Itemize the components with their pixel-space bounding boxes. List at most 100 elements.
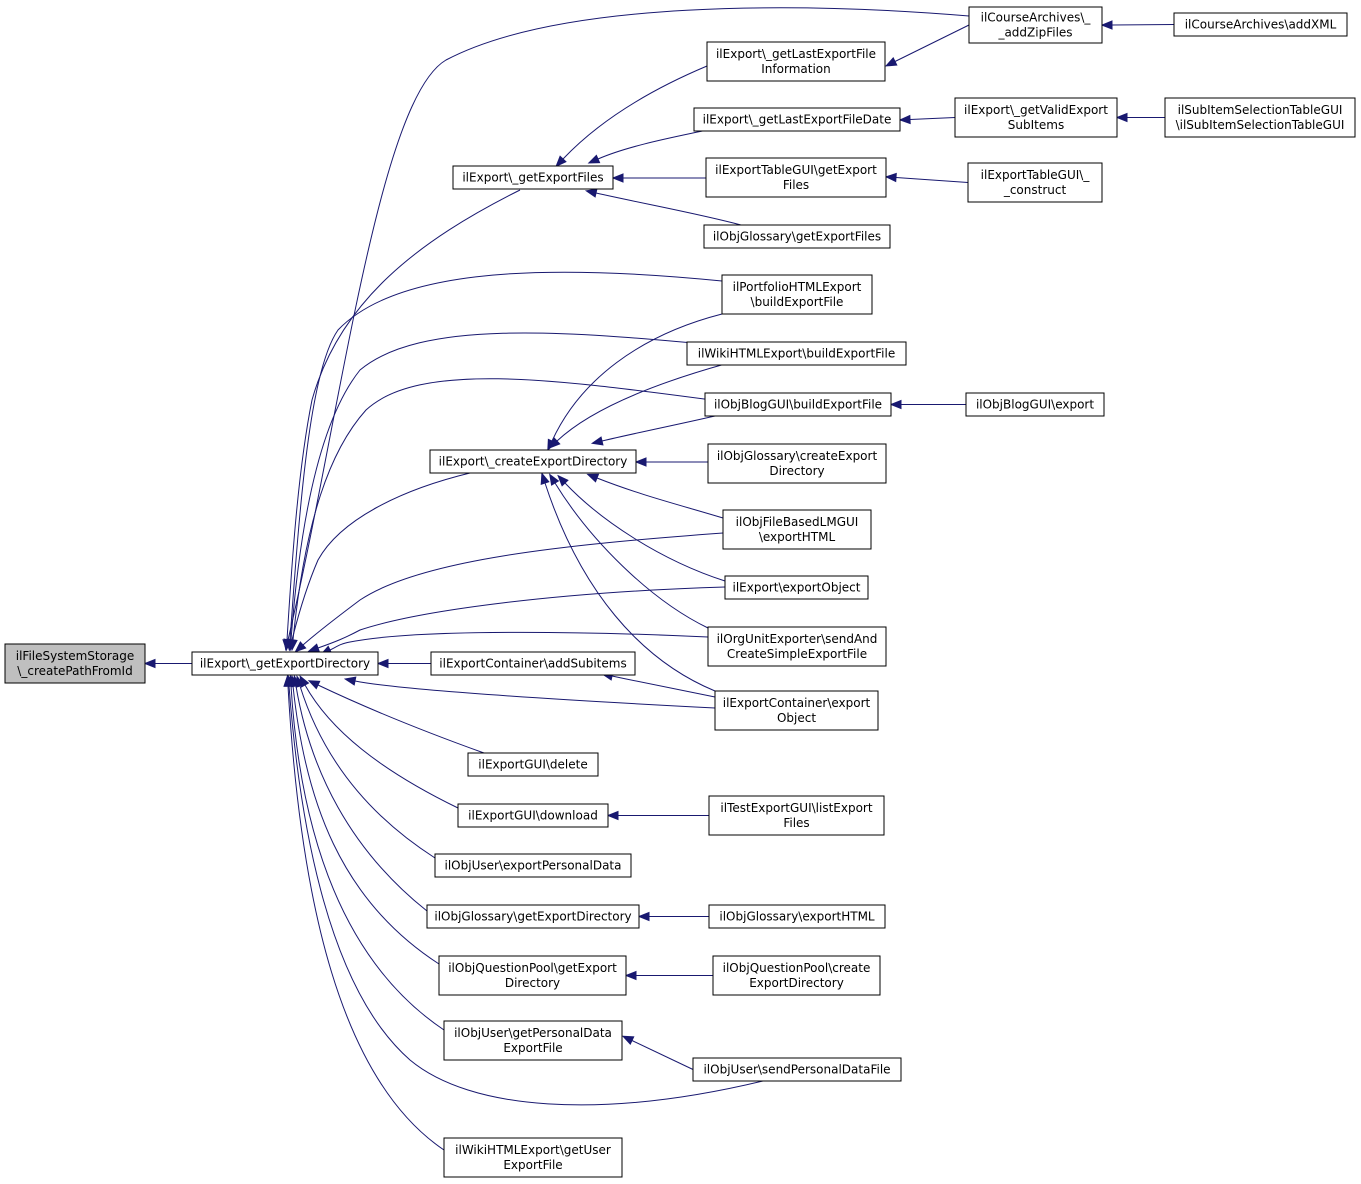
node-box: [429, 449, 637, 474]
graph-node[interactable]: ilExport\_getLastExportFileDate: [693, 107, 901, 132]
graph-node[interactable]: ilSubItemSelectionTableGUI\ilSubItemSele…: [1164, 97, 1356, 138]
node-label: Directory: [769, 464, 824, 478]
node-label: ExportFile: [503, 1041, 562, 1055]
edge-n11-to-n1: [283, 674, 445, 1151]
edge-line: [287, 685, 445, 1151]
graph-node[interactable]: ilExport\exportObject: [724, 575, 869, 600]
node-label: _construct: [1003, 183, 1067, 197]
graph-node[interactable]: ilObjFileBasedLMGUI\exportHTML: [722, 509, 872, 550]
node-box: [692, 1057, 902, 1082]
arrowhead-icon: [621, 1035, 635, 1045]
edge-line: [562, 65, 708, 160]
arrowhead-icon: [288, 639, 298, 652]
graph-node[interactable]: ilObjGlossary\exportHTML: [708, 904, 886, 929]
edge-line: [601, 414, 720, 442]
graph-node[interactable]: ilObjBlogGUI\buildExportFile: [704, 392, 892, 417]
edge-n23-to-n4: [600, 671, 716, 698]
node-label: ilExport\exportObject: [733, 581, 861, 595]
arrowhead-icon: [624, 970, 637, 981]
node-label: ilExport\_createExportDirectory: [439, 455, 628, 469]
node-label: ilSubItemSelectionTableGUI: [1178, 103, 1343, 117]
graph-node[interactable]: ilObjQuestionPool\createExportDirectory: [712, 955, 881, 996]
graph-node[interactable]: ilOrgUnitExporter\sendAndCreateSimpleExp…: [707, 626, 887, 667]
edge-line: [304, 684, 459, 809]
graph-node[interactable]: ilExportGUI\download: [457, 803, 609, 828]
node-box: [714, 690, 879, 731]
graph-node[interactable]: ilExport\_getExportFiles: [452, 165, 614, 190]
node-layer: ilFileSystemStorage\_createPathFromId ilE…: [4, 6, 1356, 1178]
node-label: ilObjFileBasedLMGUI: [736, 515, 859, 529]
graph-node[interactable]: ilExportContainer\exportObject: [714, 690, 879, 731]
node-label: ilObjBlogGUI\export: [976, 398, 1094, 412]
graph-node[interactable]: ilExportContainer\addSubitems: [430, 651, 636, 676]
graph-node[interactable]: ilFileSystemStorage\_createPathFromId: [4, 643, 146, 684]
node-box: [452, 165, 614, 190]
graph-node[interactable]: ilObjBlogGUI\export: [965, 392, 1105, 417]
node-label: ilTestExportGUI\listExport: [720, 801, 872, 815]
graph-node[interactable]: ilObjQuestionPool\getExportDirectory: [438, 955, 627, 996]
node-label: SubItems: [1008, 118, 1064, 132]
edge-n22-to-n3: [549, 473, 709, 629]
arrowhead-icon: [611, 173, 624, 183]
arrowhead-icon: [884, 57, 898, 67]
node-box: [467, 752, 599, 777]
edge-line: [554, 482, 709, 629]
arrowhead-icon: [587, 154, 601, 164]
node-label: ilExportTableGUI\_: [981, 168, 1091, 182]
node-box: [721, 274, 873, 315]
graph-node[interactable]: ilObjGlossary\getExportFiles: [703, 224, 891, 249]
node-box: [443, 1137, 623, 1178]
arrowhead-icon: [884, 172, 897, 183]
arrowhead-icon: [1115, 112, 1128, 123]
node-box: [438, 955, 627, 996]
edge-line: [287, 7, 970, 641]
arrowhead-icon: [143, 658, 156, 669]
node-box: [708, 795, 885, 836]
graph-node[interactable]: ilObjUser\exportPersonalData: [434, 853, 632, 878]
graph-node[interactable]: ilObjGlossary\createExportDirectory: [707, 443, 887, 484]
node-box: [191, 651, 379, 676]
graph-node[interactable]: ilExport\_createExportDirectory: [429, 449, 637, 474]
node-label: ilObjGlossary\getExportFiles: [713, 230, 881, 244]
node-label: ilOrgUnitExporter\sendAnd: [717, 632, 878, 646]
edge-line: [354, 680, 716, 709]
graph-node[interactable]: ilCourseArchives\addXML: [1173, 12, 1348, 37]
edge-line: [289, 271, 723, 641]
graph-node[interactable]: ilPortfolioHTMLExport\buildExportFile: [721, 274, 873, 315]
node-label: ExportFile: [503, 1158, 562, 1172]
edge-n1-to-n0: [143, 658, 192, 669]
graph-node[interactable]: ilExportTableGUI\getExportFiles: [705, 157, 887, 198]
node-label: \ilSubItemSelectionTableGUI: [1176, 118, 1345, 132]
graph-node[interactable]: ilObjUser\sendPersonalDataFile: [692, 1057, 902, 1082]
edge-n21-to-n3: [557, 474, 726, 582]
arrowhead-icon: [548, 437, 561, 449]
node-box: [443, 1020, 623, 1061]
edge-line: [1111, 24, 1175, 26]
graph-node[interactable]: ilCourseArchives\__addZipFiles: [968, 6, 1103, 44]
node-label: ilObjUser\sendPersonalDataFile: [703, 1063, 890, 1077]
node-label: ilExport\_getExportFiles: [462, 171, 603, 185]
edge-n28-to-n12: [884, 24, 970, 67]
node-label: Files: [783, 178, 809, 192]
graph-node[interactable]: ilObjGlossary\getExportDirectory: [426, 904, 640, 929]
node-label: ilCourseArchives\_: [981, 11, 1092, 25]
edge-n17-to-n3: [548, 363, 726, 449]
graph-node[interactable]: ilExportTableGUI\__construct: [967, 162, 1103, 203]
edge-n14-to-n2: [611, 173, 706, 183]
edge-n27-to-n1: [284, 674, 764, 1106]
node-label: ilObjUser\exportPersonalData: [445, 859, 622, 873]
edge-n5-to-n1: [307, 680, 485, 754]
graph-node[interactable]: ilExportGUI\delete: [467, 752, 599, 777]
edge-n29-to-n13: [898, 114, 956, 125]
node-box: [954, 97, 1118, 138]
graph-node[interactable]: ilExport\_getExportDirectory: [191, 651, 379, 676]
node-box: [1164, 97, 1356, 138]
node-box: [426, 904, 640, 929]
edge-line: [292, 378, 720, 641]
graph-node[interactable]: ilWikiHTMLExport\buildExportFile: [686, 341, 907, 366]
